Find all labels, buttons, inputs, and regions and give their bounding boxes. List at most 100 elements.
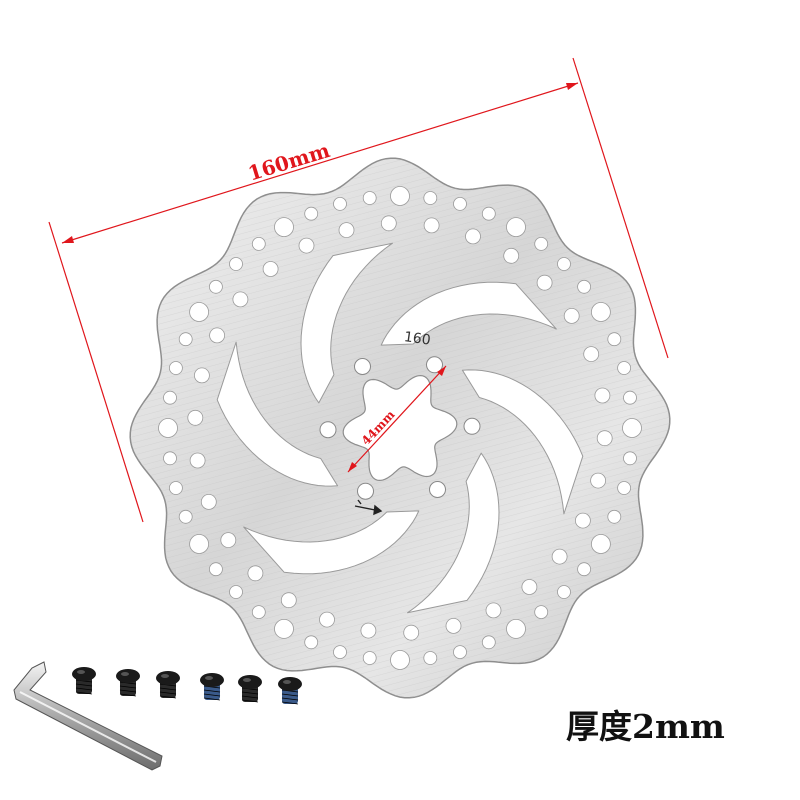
vent-hole [623, 390, 637, 405]
bolt-hole [429, 481, 446, 498]
vent-hole [280, 592, 297, 609]
vent-hole [423, 217, 440, 234]
vent-hole [557, 585, 571, 599]
spoke-cutout [461, 369, 584, 515]
vent-hole [481, 206, 496, 221]
mounting-bolts [72, 667, 302, 705]
torx-bolt [72, 667, 96, 695]
vent-hole [591, 534, 611, 554]
vent-hole [189, 452, 206, 469]
vent-hole [158, 418, 178, 438]
vent-hole [232, 291, 249, 308]
bolt-hole [354, 358, 371, 375]
vent-hole [338, 222, 355, 239]
outer-diameter-label: 160mm [245, 138, 332, 186]
vent-hole [591, 302, 611, 322]
vent-hole [534, 605, 549, 619]
vent-hole [617, 361, 631, 375]
bolt-hole [426, 356, 443, 374]
vent-hole [163, 390, 177, 405]
thickness-spec-label: 厚度2mm [566, 707, 725, 746]
vent-hole [247, 565, 264, 582]
vent-hole [485, 602, 502, 619]
vent-hole [333, 645, 347, 659]
vent-hole [319, 611, 335, 628]
spoke-cutout [300, 242, 393, 404]
vent-hole [229, 257, 243, 271]
vent-hole [274, 619, 294, 639]
vent-hole [168, 361, 183, 375]
brake-rotor [129, 157, 671, 699]
vent-hole [178, 332, 193, 347]
torx-bolt [238, 675, 262, 703]
vent-hole [423, 651, 438, 665]
rotation-arrow-icon [354, 499, 383, 516]
vent-hole [333, 196, 347, 211]
vent-hole [557, 257, 571, 271]
vent-hole [362, 651, 377, 665]
vent-hole [163, 451, 177, 466]
vent-hole [465, 228, 481, 245]
vent-hole [208, 279, 223, 294]
vent-hole [590, 472, 606, 489]
vent-hole [390, 650, 410, 670]
bolt-hole [319, 421, 337, 439]
vent-hole [607, 332, 622, 347]
vent-hole [187, 409, 204, 426]
vent-hole [534, 236, 549, 251]
vent-hole [622, 418, 642, 438]
vent-hole [536, 274, 553, 291]
vent-hole [503, 247, 520, 264]
vent-hole [577, 279, 591, 294]
vent-hole [583, 346, 600, 363]
torx-bolt [278, 677, 302, 705]
vent-hole [209, 327, 226, 344]
vent-hole [563, 307, 580, 324]
vent-hole [623, 451, 637, 466]
rotor-size-engraving: 160 [403, 329, 432, 349]
vent-hole [229, 585, 243, 599]
vent-hole [380, 215, 397, 232]
vent-hole [304, 206, 319, 221]
vent-hole [200, 493, 217, 510]
torx-bolt [156, 671, 180, 699]
rotor-bolt-holes [319, 356, 481, 500]
vent-hole [551, 548, 568, 565]
spoke-cutout [216, 341, 339, 487]
torx-bolt [116, 669, 140, 697]
vent-hole [262, 261, 279, 277]
vent-hole [617, 481, 631, 495]
rotor-spoke-cutouts [216, 242, 584, 614]
vent-hole [189, 534, 210, 554]
outer-dimension-line [48, 57, 669, 523]
torx-bolt [200, 673, 224, 701]
spoke-cutout [407, 452, 500, 614]
vent-hole [575, 512, 591, 529]
hub-dimension-line [347, 365, 447, 473]
vent-hole [193, 367, 210, 384]
vent-hole [445, 618, 462, 634]
bolt-hole [357, 482, 374, 500]
vent-hole [360, 622, 377, 639]
vent-hole [390, 186, 410, 206]
vent-hole [220, 532, 237, 548]
vent-hole [594, 387, 611, 404]
vent-hole [208, 562, 223, 577]
vent-hole [274, 217, 294, 238]
rotor-vent-holes [158, 186, 642, 670]
vent-hole [168, 481, 183, 495]
vent-hole [506, 217, 526, 238]
vent-hole [521, 579, 538, 595]
hex-key-wrench [13, 661, 163, 771]
bolt-hole [463, 417, 481, 435]
vent-hole [453, 196, 467, 211]
vent-hole [251, 605, 266, 619]
vent-hole [304, 635, 319, 650]
vent-hole [178, 509, 193, 524]
vent-hole [607, 509, 622, 524]
vent-hole [298, 237, 315, 254]
vent-hole [596, 430, 613, 447]
vent-hole [577, 562, 591, 577]
vent-hole [251, 236, 266, 251]
